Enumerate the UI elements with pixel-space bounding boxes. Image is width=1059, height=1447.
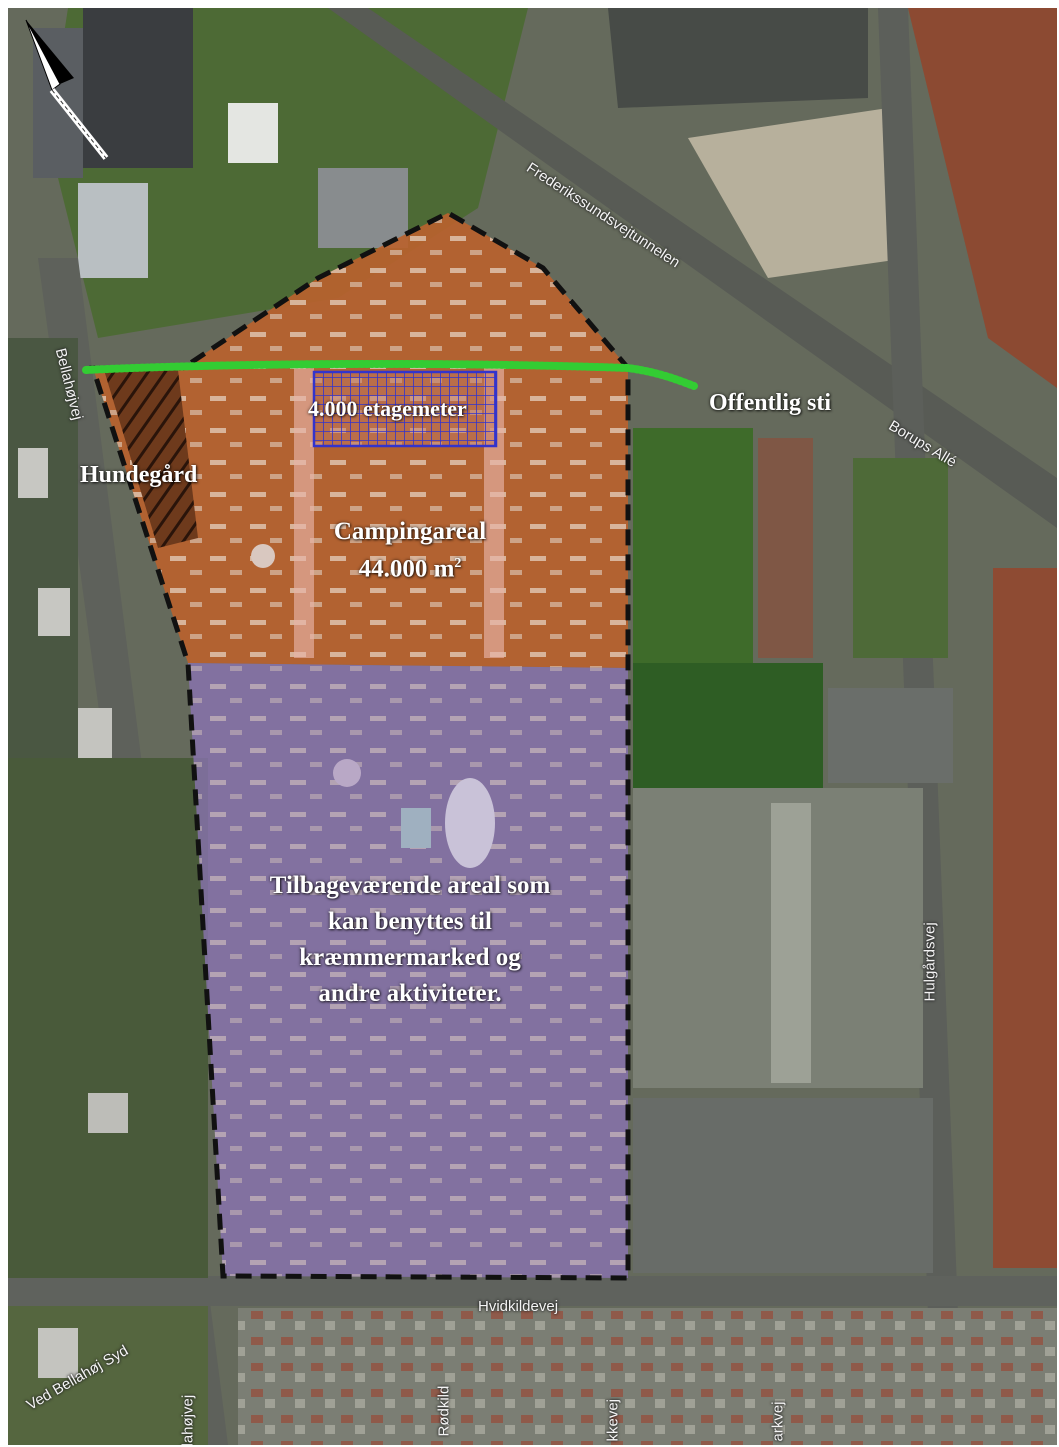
- public-path-line: [82, 359, 698, 390]
- red-roofs-east: [993, 568, 1057, 1268]
- street-label-hvidkilde: Hvidkildevej: [478, 1298, 559, 1315]
- warehouse-divider: [771, 803, 811, 1083]
- football-field-b: [633, 663, 823, 788]
- remaining-label: Tilbageværende areal som kan benyttes ti…: [220, 868, 600, 1012]
- sand-field: [688, 108, 908, 278]
- football-field-a: [633, 428, 753, 663]
- road-frederikssundsvej: [328, 8, 1057, 528]
- parking-lot: [633, 1098, 933, 1273]
- remaining-line-3: kræmmermarked og: [299, 944, 521, 971]
- market-stalls: [188, 663, 628, 1278]
- building-north-a: [83, 8, 193, 168]
- camping-area-unit-sup: 2: [454, 556, 462, 571]
- street-label-b1: kkevej: [604, 1398, 622, 1442]
- site-boundary: [89, 210, 631, 1281]
- west-residential-a: [8, 338, 78, 758]
- tent-dome: [251, 544, 275, 568]
- dog-yard-label: Hundegård: [80, 462, 198, 488]
- public-path-label: Offentlig sti: [709, 390, 831, 416]
- south-residential: [238, 1308, 1057, 1445]
- map-canvas: [8, 8, 1057, 1445]
- camping-label: Campingareal 44.000 m2: [300, 516, 520, 585]
- camping-title: Campingareal: [333, 518, 487, 545]
- red-roofs-top: [908, 8, 1057, 388]
- tower-d: [38, 1328, 78, 1378]
- street-label-bellahoj-bottom: lahøjvej: [179, 1394, 197, 1445]
- parking-east: [828, 688, 953, 783]
- tower-c: [78, 708, 112, 758]
- camping-stall-row-a: [294, 368, 314, 658]
- north-arrow-icon: [25, 19, 109, 160]
- building-north-d: [318, 168, 408, 248]
- tower-b: [38, 588, 70, 636]
- trees-east: [853, 458, 948, 658]
- block-top-right: [608, 8, 868, 108]
- camping-area-value: 44.000 m: [358, 555, 455, 583]
- west-park: [8, 758, 208, 1278]
- floor-area-box: [312, 370, 498, 448]
- remaining-line-1: Tilbageværende areal som: [269, 872, 551, 899]
- camping-area: 44.000 m2: [300, 548, 520, 585]
- remaining-line-4: andre aktiviteter.: [318, 980, 502, 1007]
- pavilion: [401, 808, 431, 848]
- floor-area-label: 4.000 etagemeter: [308, 396, 467, 421]
- dog-yard-area: [104, 370, 198, 548]
- street-label-b2: arkvej: [769, 1401, 787, 1442]
- oval-tent: [445, 778, 495, 868]
- street-label-rodkild: Rødkild: [435, 1385, 453, 1437]
- aerial-map: Frederikssundsvejtunnelen Borups Allé Be…: [8, 8, 1057, 1445]
- houses-east: [758, 438, 813, 658]
- building-north-c: [78, 183, 148, 278]
- street-label-hulgards: Hulgårdsvej: [921, 922, 939, 1002]
- building-north-b: [228, 103, 278, 163]
- tower-e: [88, 1093, 128, 1133]
- tower-a: [18, 448, 48, 498]
- carousel: [333, 759, 361, 787]
- road-hvidkildevej: [8, 1276, 1057, 1306]
- remaining-line-2: kan benyttes til: [328, 908, 492, 935]
